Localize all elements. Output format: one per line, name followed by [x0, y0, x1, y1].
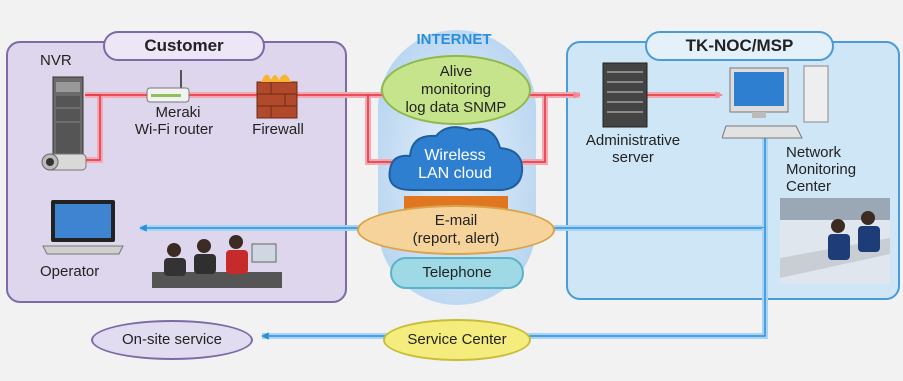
center-label-1: Network — [786, 144, 842, 161]
telephone-bubble: Telephone — [390, 257, 524, 289]
camera-icon — [41, 153, 87, 171]
computer-icon — [722, 65, 829, 139]
cloud-icon — [388, 126, 524, 191]
laptop-icon — [42, 200, 124, 255]
operator-label: Operator — [40, 263, 100, 280]
email-bubble: E-mail (report, alert) — [357, 205, 555, 255]
service-center-label: Service Center — [407, 331, 507, 348]
firewall-icon — [256, 74, 298, 119]
center-label-3: Center — [786, 178, 832, 195]
onsite-service-bubble: On-site service — [91, 320, 253, 360]
alive-line-3: log data SNMP — [405, 99, 507, 116]
monitoring-center-icon — [780, 198, 890, 284]
noc-title: TK-NOC/MSP — [645, 31, 834, 61]
email-line-2: (report, alert) — [412, 230, 500, 247]
nvr-icon — [52, 76, 84, 158]
telephone-label: Telephone — [422, 264, 492, 281]
router-icon — [146, 70, 190, 103]
firewall-label: Firewall — [252, 121, 304, 138]
internet-title: INTERNET — [416, 31, 492, 48]
server-icon — [602, 62, 648, 128]
center-label-2: Monitoring — [786, 161, 857, 178]
alive-monitoring-bubble: Alive monitoring log data SNMP — [381, 55, 531, 125]
router-label-1: Meraki — [155, 104, 201, 121]
cloud-label-2: LAN cloud — [418, 165, 492, 182]
nvr-label: NVR — [40, 52, 72, 69]
alive-line-2: monitoring — [420, 81, 492, 98]
router-label-2: Wi-Fi router — [134, 121, 214, 138]
operators-icon — [152, 235, 282, 288]
server-label-1: Administrative — [585, 132, 681, 149]
onsite-label: On-site service — [121, 331, 223, 348]
server-label-2: server — [612, 149, 654, 166]
service-center-bubble: Service Center — [383, 319, 531, 361]
alive-line-1: Alive — [439, 63, 473, 80]
email-line-1: E-mail — [434, 212, 478, 229]
customer-title: Customer — [103, 31, 265, 61]
cloud-label-1: Wireless — [424, 147, 486, 164]
